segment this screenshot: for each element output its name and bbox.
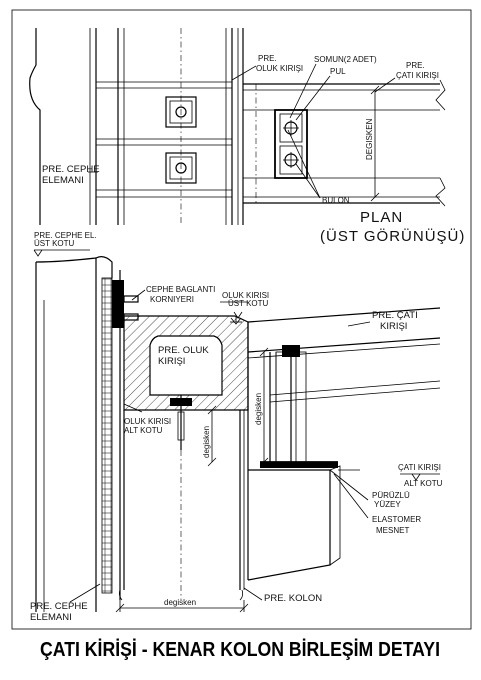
section-column [118,322,249,601]
section-label-puruzlu-2: YÜZEY [374,500,401,509]
section-label-kolon: PRE. KOLON [264,593,322,604]
section-label-degisken-v1: degisken [202,426,211,458]
section-view: PRE. CEPHE EL. ÜST KOTU [30,231,443,623]
plan-view: PRE. OLUK KIRIŞI SOMUN(2 ADET) PUL PRE. … [29,28,465,245]
section-gutter-beam [123,315,249,411]
plan-label-degisken: DEGISKEN [365,118,374,160]
plan-label-oluk-2: OLUK KIRIŞI [256,64,303,73]
section-label-cephe-ust-2: ÜST KOTU [34,239,75,248]
section-label-oluk-alt-1: OLUK KIRISI [124,417,171,426]
plan-subheading: (ÜST GÖRÜNÜŞÜ) [320,227,465,245]
section-label-cati-2: KIRIŞI [380,321,407,332]
plan-label-cephe-2: ELEMANI [42,175,84,186]
section-label-cephe-ust-1: PRE. CEPHE EL. [34,231,97,240]
section-label-oluk-1: PRE. OLUK [158,345,209,356]
plan-label-cati-1: PRE. [406,61,425,70]
section-roof-beam [247,307,441,468]
section-label-oluk-2: KIRIŞI [158,356,185,367]
section-label-puruzlu-1: PÜRÜZLÜ [372,491,410,500]
section-label-baglanti-2: KORNIYERI [150,295,194,304]
section-label-oluk-ust-2: ÜST KOTU [228,299,269,308]
plan-label-somun: SOMUN(2 ADET) [314,55,377,64]
plan-label-bulon: BULON [322,196,350,205]
plan-bolt-plate-upper [165,96,197,128]
plan-label-pul: PUL [330,67,346,76]
section-bearing-block [247,465,360,581]
plan-label-cephe-1: PRE. CEPHE [42,164,100,175]
section-label-cephe-1: PRE. CEPHE [30,601,88,612]
section-label-degisken-h: degisken [164,598,196,607]
section-label-elastomer-1: ELASTOMER [372,515,421,524]
plan-bolt-plate-lower [165,152,197,184]
plan-heading: PLAN [360,209,403,226]
section-label-cati-alt-2: ALT KOTU [404,479,443,488]
section-facade-element [35,256,121,612]
drawing-border [11,9,472,630]
plan-label-oluk-1: PRE. [258,54,277,63]
section-label-elastomer-2: MESNET [376,526,409,535]
plan-roof-beam [243,79,446,207]
section-label-cati-alt-1: ÇATI KIRIŞI [398,463,441,472]
section-label-oluk-ust-1: OLUK KIRISI [222,291,269,300]
section-label-degisken-v2: degisken [254,393,263,425]
section-label-cati-1: PRE. ÇATI [372,310,418,321]
plan-facade-element [29,28,41,225]
section-label-oluk-alt-2: ALT KOTU [124,426,163,435]
drawing-title: ÇATI KİRİŞİ - KENAR KOLON BİRLEŞİM DETAY… [40,638,440,661]
section-label-baglanti-1: CEPHE BAGLANTI [146,285,215,294]
section-label-cephe-2: ELEMANI [30,612,72,623]
plan-label-cati-2: ÇATI KIRIŞI [396,71,439,80]
